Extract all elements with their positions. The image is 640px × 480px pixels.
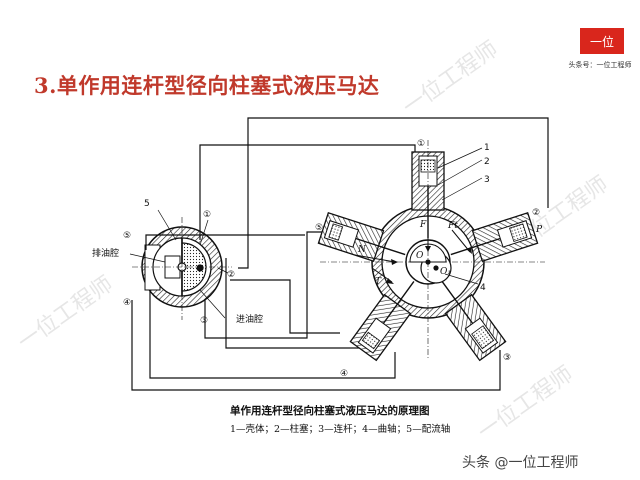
page-title: 3.单作用连杆型径向柱塞式液压马达 xyxy=(34,73,380,98)
part-label-4: 4 xyxy=(480,283,486,293)
brand-logo xyxy=(580,28,624,54)
cylinder-5 xyxy=(317,211,406,262)
center-label-O1: O₁ xyxy=(440,267,451,277)
force-label-Ft: Ft xyxy=(447,221,458,231)
part-label-1: 1 xyxy=(484,143,490,153)
center-label-O: O xyxy=(416,251,424,261)
pressure-label-P: P xyxy=(535,225,543,235)
right-label-c3: ③ xyxy=(503,353,511,363)
left-label-c1: ① xyxy=(203,210,211,220)
drain-chamber-label: 排油腔 xyxy=(92,247,119,259)
right-label-c1: ① xyxy=(417,139,425,149)
left-label-c2: ② xyxy=(227,270,235,280)
inlet-chamber-label: 进油腔 xyxy=(236,313,263,325)
force-label-T: T xyxy=(375,277,382,287)
brand-logo-text: 一位 xyxy=(589,35,614,49)
footer-watermark: 头条 @一位工程师 xyxy=(462,455,579,471)
brand-subtitle: 头条号：一位工程师 xyxy=(568,61,632,69)
part-label-2: 2 xyxy=(484,157,490,167)
radial-motor xyxy=(317,140,545,362)
force-label-F: F xyxy=(419,220,427,230)
cylinder-2 xyxy=(450,211,539,262)
connecting-pipes xyxy=(131,117,549,391)
cylinder-3 xyxy=(441,281,507,362)
left-label-5: 5 xyxy=(144,199,150,209)
force-label-N: N xyxy=(357,245,367,255)
part-label-3: 3 xyxy=(484,175,490,185)
diagram-caption: 单作用连杆型径向柱塞式液压马达的原理图 xyxy=(230,404,430,417)
distributor-view xyxy=(129,209,232,320)
cylinder-4 xyxy=(349,281,415,362)
diagram-legend: 1—壳体；2—柱塞；3—连杆；4—曲轴；5—配流轴 xyxy=(230,423,450,435)
right-label-c4: ④ xyxy=(340,369,348,379)
left-label-c5: ⑤ xyxy=(123,231,131,241)
right-label-c2: ② xyxy=(532,208,540,218)
left-label-c3: ③ xyxy=(200,316,208,326)
right-label-c5: ⑤ xyxy=(315,223,323,233)
left-label-c4: ④ xyxy=(123,298,131,308)
